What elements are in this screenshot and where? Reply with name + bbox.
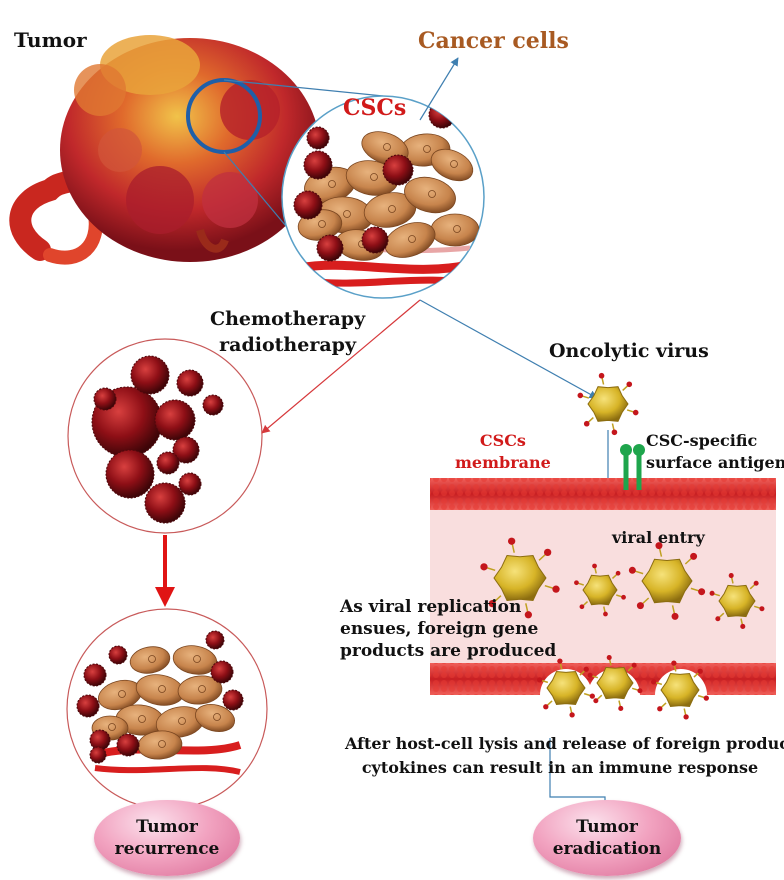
chemo-line-1: Chemotherapy — [210, 308, 366, 330]
recurrence-line-1: Tumor — [136, 817, 198, 837]
cancer-cell — [404, 176, 456, 214]
lysis-line-1: After host-cell lysis and release of for… — [345, 734, 784, 753]
cancer-stem-cell — [293, 190, 323, 220]
oncolytic-virus — [628, 542, 706, 620]
cancer-stem-cell — [89, 746, 107, 764]
cancer-stem-cell — [205, 630, 225, 650]
cancer-stem-cell — [83, 663, 107, 687]
tumor-illustration — [9, 35, 320, 265]
eradication-line-2: eradication — [552, 839, 662, 859]
cancer-stem-cell — [156, 451, 180, 475]
csc-cluster-circle — [67, 338, 263, 534]
cancer-stem-cell — [172, 436, 200, 464]
cscs-label: CSCs — [343, 95, 407, 121]
chemo-line-2: radiotherapy — [219, 334, 356, 356]
cancer-stem-cell — [210, 660, 234, 684]
cancer-stem-cell — [176, 369, 204, 397]
treatment-arrow — [261, 299, 421, 434]
cancer-stem-cell — [116, 733, 140, 757]
replication-line-3: products are produced — [340, 641, 557, 661]
membrane-line-1: CSCs — [479, 431, 526, 450]
cancer-stem-cell — [382, 154, 414, 186]
oncolytic-virus — [587, 655, 643, 711]
cancer-stem-cell — [108, 645, 128, 665]
tumor-label: Tumor — [14, 28, 87, 52]
replication-line-1: As viral replication — [340, 597, 522, 617]
cancer-stem-cell — [202, 394, 224, 416]
cancer-cells-pointer — [419, 57, 459, 121]
surface-antigens-label: CSC-specific surface antigens — [646, 430, 784, 474]
cancer-cell — [129, 646, 171, 674]
csc-membrane-label: CSCs membrane — [455, 430, 551, 474]
oncolytic-virus — [651, 660, 709, 720]
cancer-stem-cell — [492, 169, 518, 195]
cancer-stem-cell — [316, 234, 344, 262]
cancer-stem-cell — [483, 198, 484, 228]
replication-line-2: ensues, foreign gene — [340, 619, 539, 639]
upper-membrane — [430, 478, 776, 510]
oncolytic-virus-label: Oncolytic virus — [549, 340, 709, 362]
viral-entry-label: viral entry — [612, 528, 705, 547]
cancer-stem-cell — [130, 355, 170, 395]
cancer-cell — [172, 645, 218, 675]
cancer-cell — [430, 148, 474, 182]
recurrence-circle — [66, 608, 268, 810]
recurrence-line-2: recurrence — [114, 839, 220, 859]
oncolytic-virus — [480, 537, 560, 619]
oncolytic-virus — [577, 372, 639, 436]
lysis-label: After host-cell lysis and release of for… — [345, 732, 784, 780]
zoomed-tumor-circle — [281, 95, 518, 299]
cancer-cell — [177, 675, 223, 705]
cancer-stem-cell — [154, 399, 196, 441]
cancer-stem-cell — [178, 472, 202, 496]
antigen-line-2: surface antigens — [646, 453, 784, 472]
cancer-stem-cell — [361, 226, 389, 254]
chemotherapy-label: Chemotherapy radiotherapy — [210, 306, 365, 358]
replication-label: As viral replication ensues, foreign gen… — [340, 596, 556, 662]
csc-surface-antigens — [620, 444, 645, 490]
eradication-line-1: Tumor — [576, 817, 638, 837]
cancer-stem-cell — [93, 387, 117, 411]
lysis-line-2: cytokines can result in an immune respon… — [361, 758, 759, 777]
membrane-line-2: membrane — [455, 453, 551, 472]
antigen-line-1: CSC-specific — [646, 431, 758, 450]
oncolytic-virus — [709, 573, 765, 629]
cancer-stem-cell — [144, 482, 186, 524]
cell-membrane-diagram — [430, 372, 776, 720]
cancer-cell — [430, 213, 480, 247]
cancer-stem-cell — [105, 449, 155, 499]
cancer-stem-cell — [303, 150, 333, 180]
cancer-stem-cell — [222, 689, 244, 711]
cancer-stem-cell — [306, 126, 330, 150]
oncolytic-virus — [537, 658, 595, 718]
virus-arrow — [419, 299, 598, 399]
cancer-cells-label: Cancer cells — [418, 28, 569, 54]
cancer-cell — [194, 704, 236, 732]
oncolytic-virus — [574, 563, 626, 617]
cancer-stem-cell — [76, 694, 100, 718]
cancer-cell — [384, 222, 436, 258]
